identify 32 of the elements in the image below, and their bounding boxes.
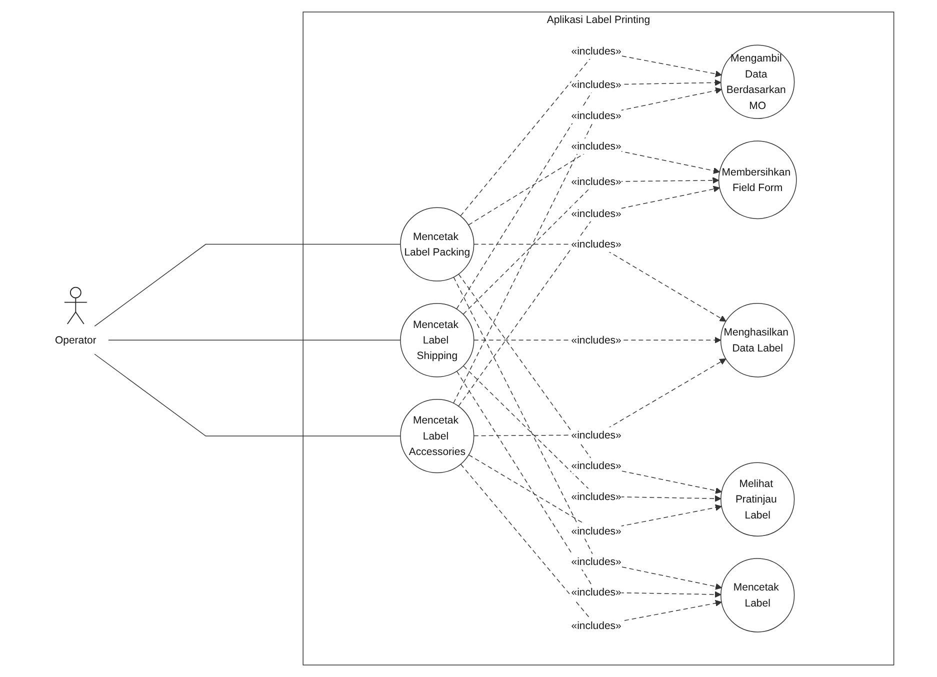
edge-label: «includes» [571, 175, 622, 188]
edge-label: «includes» [571, 207, 622, 220]
arrow [458, 186, 720, 407]
edge-label: «includes» [571, 140, 622, 152]
edge-label: «includes» [571, 44, 622, 57]
edge-label: «includes» [571, 586, 622, 598]
edge-label: «includes» [571, 490, 622, 502]
node-circle: Membersihkan Field Form [718, 140, 797, 220]
edge-label: «includes» [571, 620, 622, 632]
node-circle: Melihat Pratinjau Label [720, 462, 795, 536]
node-circle: Mengambil Data Berdasarkan MO [720, 44, 795, 119]
arrow [463, 365, 722, 502]
node-circle: Menghasilkan Data Label [720, 302, 795, 378]
connector [108, 340, 401, 341]
edge-label: «includes» [571, 109, 622, 122]
edge-label: «includes» [571, 524, 622, 537]
node-circle: Mencetak Label Accessories [400, 398, 474, 474]
connector [94, 244, 401, 327]
edge-label: «includes» [571, 459, 622, 472]
edge-label: «includes» [571, 428, 622, 441]
arrow [456, 79, 722, 310]
edge-label: «includes» [571, 334, 622, 346]
edge-label: «includes» [571, 555, 622, 568]
edge-label: «includes» [571, 78, 622, 90]
node-circle: Mencetak Label Packing [400, 207, 474, 282]
arrow [456, 370, 722, 598]
node-circle: Mencetak Label Shipping [400, 303, 474, 378]
edge-label: «includes» [571, 238, 622, 250]
node-circle: Mencetak Label [720, 558, 795, 632]
node-text: Operator [55, 334, 96, 346]
arrow [462, 177, 720, 315]
connector [94, 354, 401, 436]
